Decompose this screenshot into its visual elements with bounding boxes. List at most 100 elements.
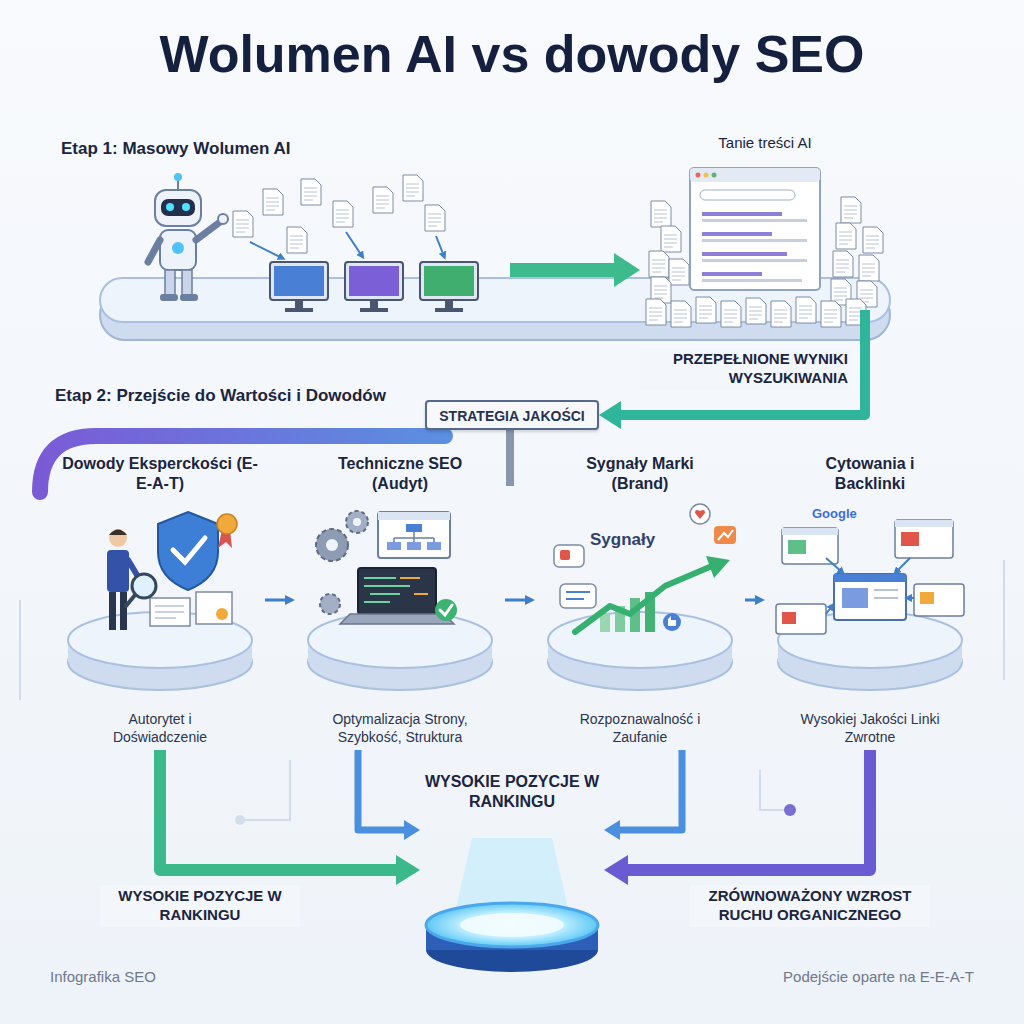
- robot-figure: [218, 214, 228, 224]
- robot-figure: [148, 240, 160, 262]
- backlinks-icon: [895, 520, 953, 527]
- ranking-portal: [426, 903, 598, 947]
- brand-signals-icon: [600, 614, 610, 632]
- monitor-icons: [370, 300, 378, 308]
- robot-figure: [174, 173, 182, 181]
- pillar-platform: Sygnały Marki (Brand)Rozpoznawalność i Z…: [535, 450, 745, 750]
- expertise-icon: [109, 592, 116, 630]
- expertise-icon: [155, 606, 184, 618]
- document-pile: [649, 251, 669, 277]
- node-body: Wysokiej Jakości Linki Zwrotne: [800, 710, 940, 746]
- monitor-icons: [345, 262, 403, 300]
- monitor-icons: [360, 308, 388, 312]
- flow-arrow: [620, 750, 682, 830]
- expertise-icon: [126, 595, 135, 606]
- signpost-box: STRATEGIA JAKOŚCI: [425, 400, 599, 430]
- document-pile: [696, 297, 716, 323]
- search-results-panel: Tanie treści AI: [640, 128, 890, 310]
- floating-documents: [403, 175, 423, 201]
- search-window: [702, 272, 762, 276]
- backlinks-icon: [920, 592, 934, 604]
- robot-figure: [155, 190, 201, 226]
- search-window: [702, 239, 807, 242]
- backlinks-icon: [914, 584, 964, 616]
- pillar-platform: Techniczne SEO (Audyt)Optymalizacja Stro…: [295, 450, 505, 750]
- document-pile: [836, 223, 856, 249]
- search-window: [702, 212, 782, 216]
- brand-signals-icon: [714, 526, 736, 544]
- floating-documents: [287, 227, 307, 253]
- flow-arrow: [265, 599, 285, 602]
- technical-icon: [378, 512, 450, 520]
- technical-icon: [364, 578, 410, 602]
- document-pile: [863, 227, 883, 253]
- flow-arrow: [358, 750, 404, 830]
- expertise-icon: [216, 608, 228, 620]
- document-pile: [646, 299, 666, 325]
- document-pile: [859, 255, 879, 281]
- circuit-lines: [1003, 560, 1005, 680]
- search-window: [712, 173, 717, 178]
- search-window: [696, 173, 701, 178]
- document-pile: [669, 259, 689, 285]
- brand-signals-icon: [575, 566, 712, 632]
- backlinks-icon: [901, 532, 919, 546]
- search-window: [690, 168, 820, 290]
- icon-label: Sygnały: [590, 530, 655, 550]
- search-window: [700, 190, 795, 200]
- monitor-icons: [274, 266, 324, 296]
- robot-figure: [182, 270, 192, 296]
- backlinks-icon: [782, 612, 796, 624]
- robot-figure: [166, 203, 174, 211]
- technical-icon: [353, 518, 361, 526]
- backlinks-icon: [782, 528, 838, 564]
- expertise-icon: [150, 598, 190, 626]
- flow-arrow: [510, 263, 614, 277]
- ranking-portal: [460, 913, 564, 937]
- monitor-icons: [349, 266, 399, 296]
- edge-label: ZRÓWNOWAŻONY WZROST RUCHU ORGANICZNEGO: [690, 885, 930, 927]
- circuit-lines: [19, 600, 21, 700]
- monitor-icons: [285, 308, 313, 312]
- floating-documents: [233, 175, 445, 258]
- technical-icon: [394, 532, 434, 542]
- stage-panel: Etap 1: Masowy Wolumen AI: [55, 135, 510, 350]
- search-window: [704, 173, 709, 178]
- technical-icon: [316, 529, 348, 561]
- backlinks-icon: [874, 590, 898, 598]
- backlinks-icon: [908, 597, 914, 599]
- robot-figure: [177, 180, 179, 190]
- search-window: [690, 168, 820, 182]
- document-pile: [841, 197, 861, 223]
- ranking-portal: [426, 838, 598, 972]
- flow-arrow: [628, 750, 870, 870]
- node-heading: WYSOKIE POZYCJE W RANKINGU: [424, 772, 600, 812]
- backlinks-icon: [788, 540, 806, 554]
- technical-icon: [407, 542, 421, 550]
- brand-signals-icon: [706, 556, 730, 578]
- document-pile: [721, 301, 741, 327]
- brand-signals-icon: [695, 510, 705, 519]
- technical-icon: [400, 578, 428, 594]
- pillar-platform: Cytowania i BacklinkiWysokiej Jakości Li…: [765, 450, 975, 750]
- floating-documents: [425, 205, 445, 231]
- brand-signals-icon: [668, 616, 676, 626]
- node-heading: Sygnały Marki (Brand): [565, 454, 715, 494]
- robot-figure: [182, 203, 190, 211]
- backlinks-icon: [834, 574, 906, 620]
- expertise-icon: [173, 538, 205, 562]
- platforms: [308, 612, 492, 668]
- search-window: [690, 168, 820, 290]
- expertise-icon: [107, 550, 129, 592]
- footer-note: Infografika SEO: [50, 968, 156, 985]
- monitor-icons: [295, 300, 303, 308]
- backlinks-icon: [782, 528, 838, 535]
- monitor-icons: [445, 300, 453, 308]
- circuit-lines: [236, 816, 244, 824]
- brand-signals-icon: [663, 613, 681, 631]
- robot-figure: [160, 294, 178, 301]
- expertise-icon: [120, 592, 127, 630]
- flow-arrow: [745, 599, 755, 602]
- node-heading: Dowody Eksperckości (E-E-A-T): [60, 454, 260, 494]
- ranking-portal-node: WYSOKIE POZYCJE W RANKINGU: [420, 760, 604, 975]
